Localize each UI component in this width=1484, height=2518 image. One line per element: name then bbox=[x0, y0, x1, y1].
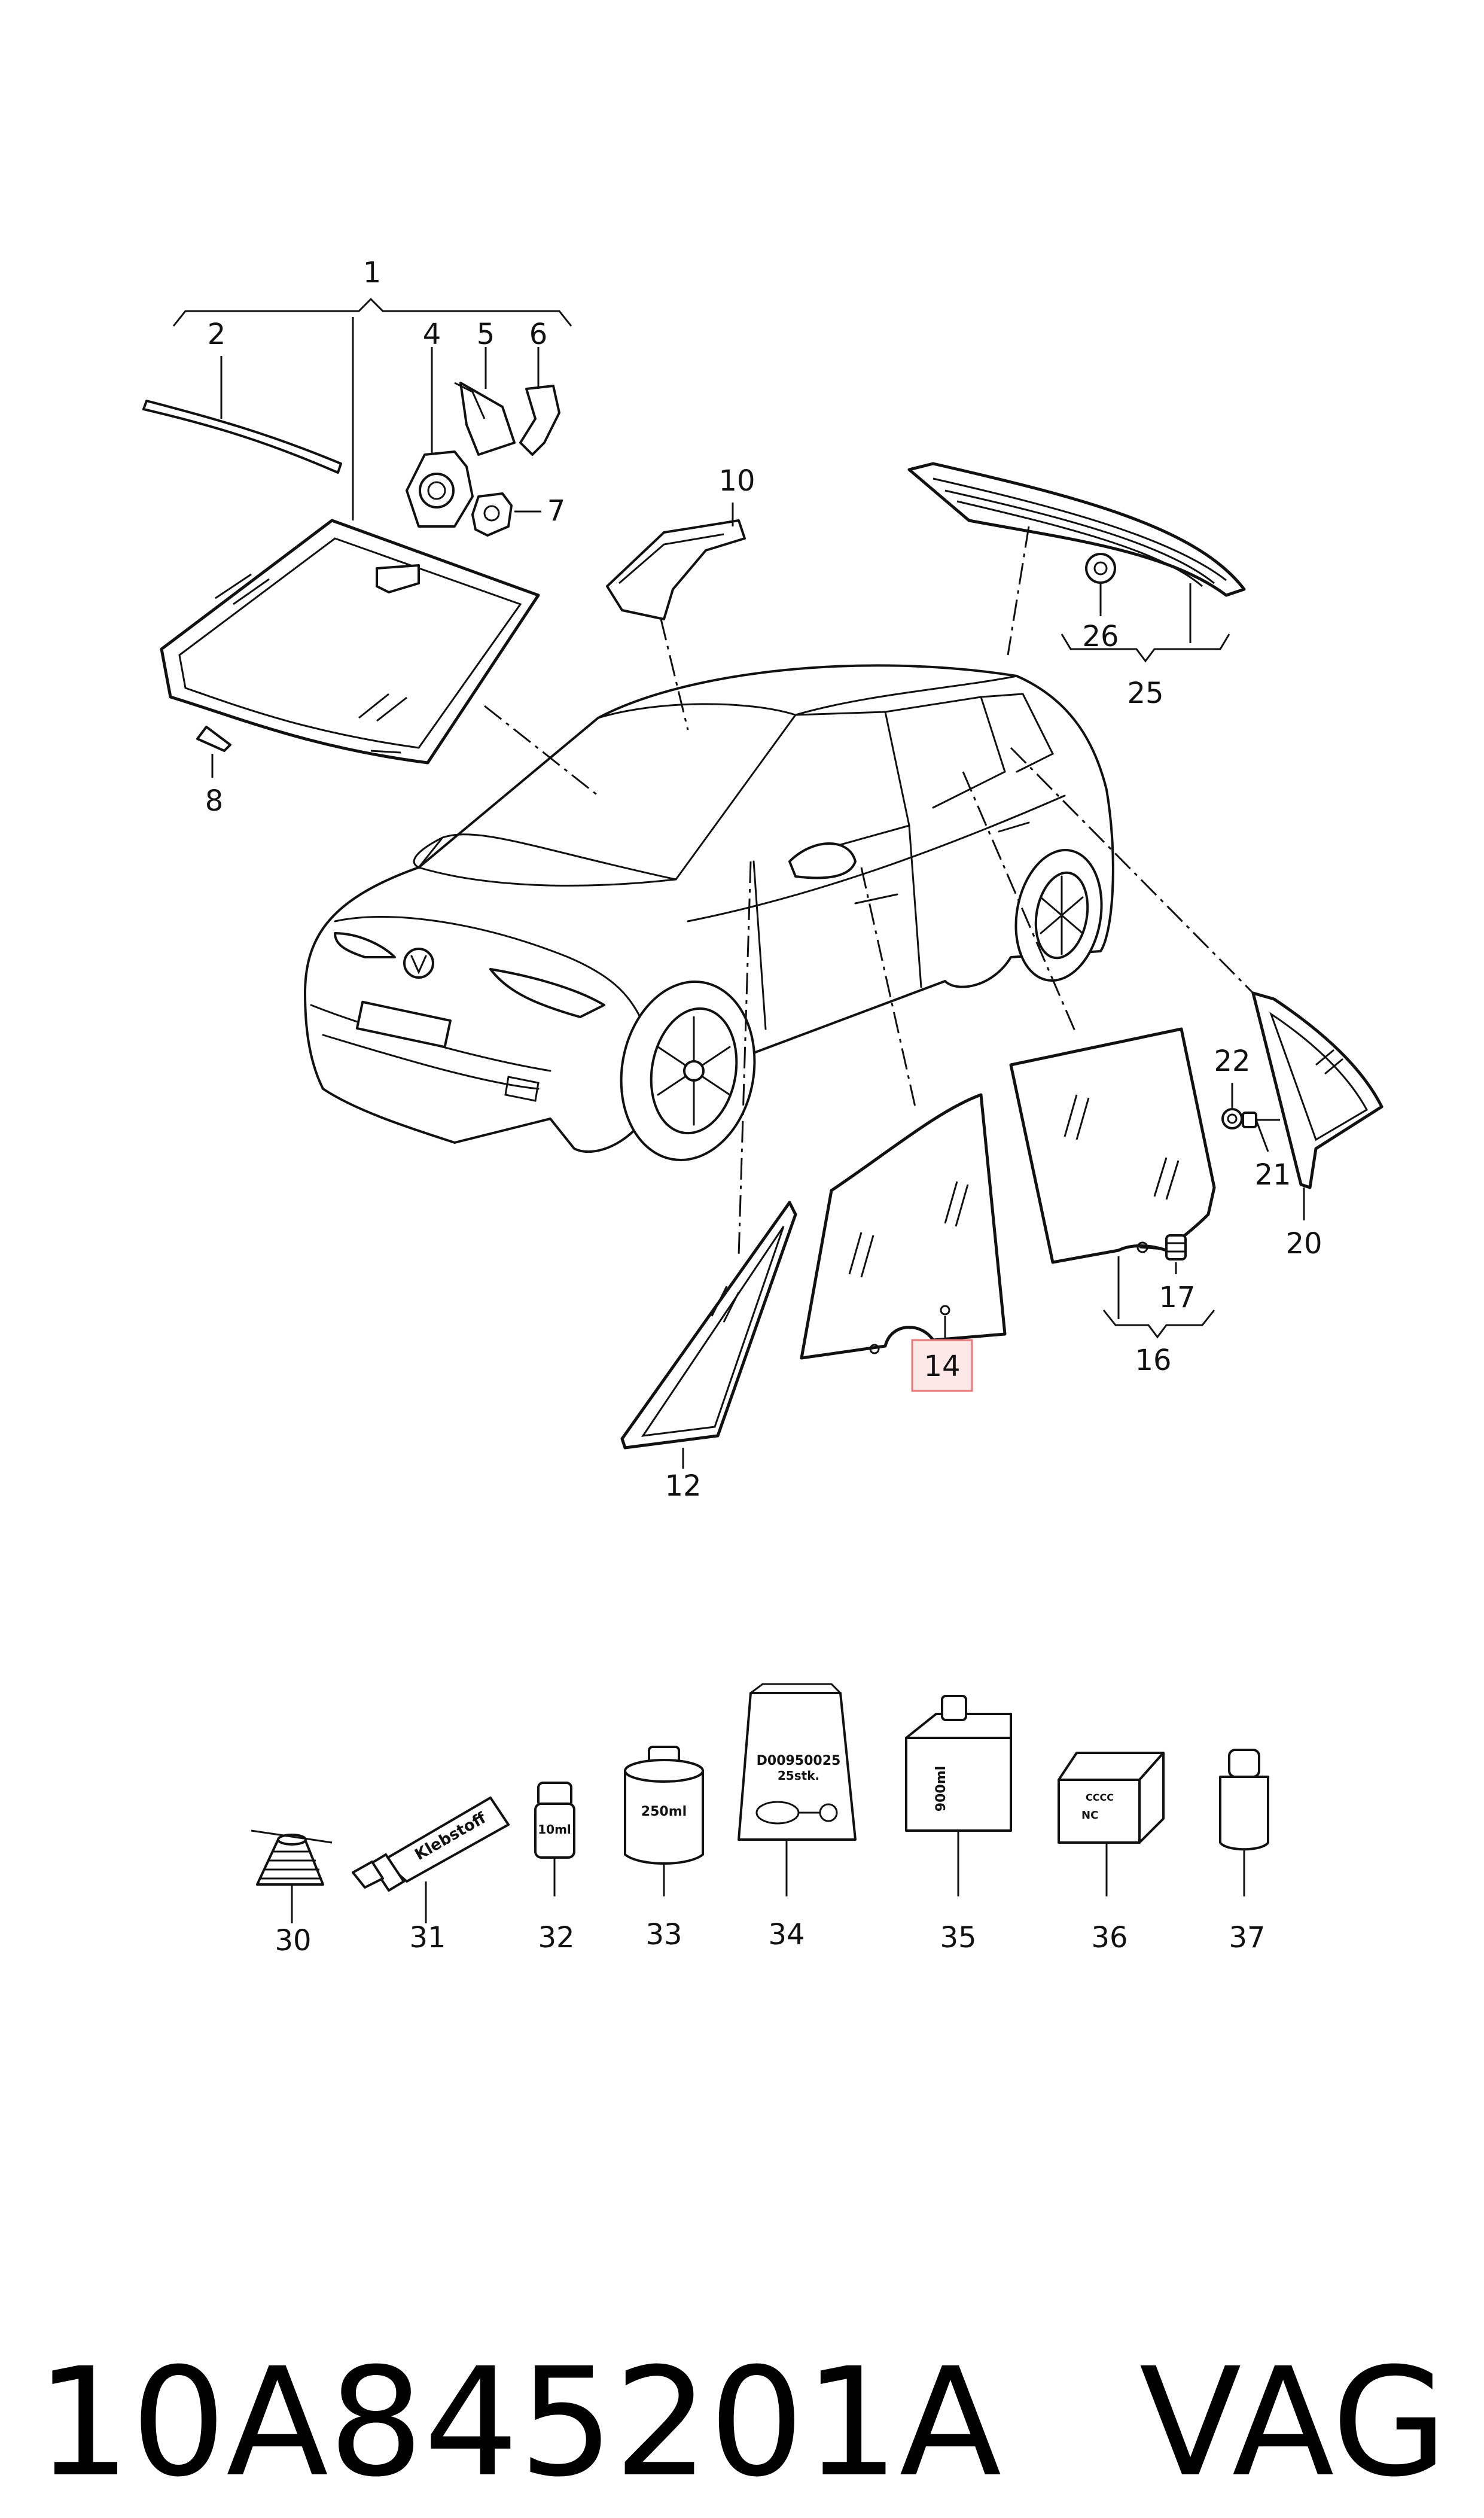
part-34-bag: D00950025 25stk. bbox=[738, 1683, 857, 1896]
part-33-can: 250ml bbox=[624, 1746, 704, 1896]
callout-20: 20 bbox=[1285, 1227, 1322, 1260]
callout-32: 32 bbox=[538, 1921, 574, 1954]
rear-window-bracket-26 bbox=[1085, 553, 1116, 616]
windscreen-glass bbox=[160, 519, 540, 765]
callout-1: 1 bbox=[363, 256, 382, 290]
callout-22: 22 bbox=[1214, 1045, 1250, 1078]
part-31-adhesive-tube: Klebstoff bbox=[352, 1797, 510, 1923]
box-label-1: CCCC bbox=[1086, 1792, 1114, 1803]
part-37-bottle bbox=[1219, 1749, 1269, 1896]
front-door-glass bbox=[800, 1093, 1007, 1360]
callout-26: 26 bbox=[1082, 620, 1119, 653]
nut-22 bbox=[1221, 1083, 1243, 1129]
bag-label-1: D00950025 bbox=[757, 1753, 841, 1768]
vial-label: 10ml bbox=[538, 1822, 571, 1837]
callout-33: 33 bbox=[645, 1918, 682, 1951]
sensor-bracket bbox=[519, 347, 560, 456]
callout-10: 10 bbox=[718, 464, 755, 498]
callout-6: 6 bbox=[529, 318, 548, 351]
bag-label-2: 25stk. bbox=[778, 1768, 819, 1783]
part-30-nozzle bbox=[251, 1829, 333, 1923]
callout-2: 2 bbox=[208, 318, 226, 351]
part-32-small-vial: 10ml bbox=[534, 1782, 575, 1896]
assembly-leaders bbox=[484, 526, 1254, 1257]
part-35-bottle-box: 900ml bbox=[905, 1695, 1012, 1896]
can-label: 250ml bbox=[641, 1804, 687, 1819]
callout-labels: 1 2 4 5 6 7 8 10 12 14 16 17 20 21 22 25… bbox=[205, 256, 1323, 1957]
callout-4: 4 bbox=[423, 318, 441, 351]
callout-25: 25 bbox=[1127, 677, 1163, 710]
callout-14: 14 bbox=[924, 1350, 960, 1383]
rear-door-glass bbox=[1009, 1027, 1216, 1264]
rear-quarter-glass bbox=[1251, 991, 1384, 1220]
callout-14-highlight bbox=[911, 1339, 973, 1392]
rain-sensor bbox=[406, 347, 474, 528]
brand-name: VAG bbox=[1139, 2336, 1448, 2510]
part-number: 10A845201A bbox=[36, 2336, 1002, 2510]
callout-17: 17 bbox=[1159, 1281, 1195, 1314]
callout-30: 30 bbox=[275, 1924, 311, 1957]
callout-7: 7 bbox=[547, 494, 566, 528]
front-quarter-glass bbox=[620, 1201, 797, 1469]
callout-5: 5 bbox=[477, 318, 495, 351]
clip-8 bbox=[196, 726, 231, 778]
group-bracket-25 bbox=[1061, 583, 1230, 663]
callout-16: 16 bbox=[1135, 1344, 1171, 1377]
sensor-cable bbox=[454, 347, 516, 456]
callout-31: 31 bbox=[409, 1921, 446, 1954]
window-guide-17 bbox=[1136, 1234, 1187, 1274]
rear-window-glass bbox=[907, 462, 1246, 597]
callout-12: 12 bbox=[665, 1469, 701, 1503]
box-label-2: NC bbox=[1081, 1809, 1098, 1822]
a-pillar-trim bbox=[606, 503, 746, 620]
callout-36: 36 bbox=[1091, 1921, 1128, 1954]
callout-8: 8 bbox=[205, 784, 224, 818]
bolt-21 bbox=[1242, 1112, 1280, 1152]
car-body bbox=[304, 664, 1114, 1161]
group-bracket-1 bbox=[172, 297, 572, 520]
group-bracket-16 bbox=[1102, 1256, 1215, 1339]
callout-34: 34 bbox=[768, 1918, 805, 1951]
callout-37: 37 bbox=[1229, 1921, 1265, 1954]
bottle-box-label: 900ml bbox=[934, 1766, 949, 1811]
callout-35: 35 bbox=[940, 1921, 976, 1954]
part-36-box: CCCC NC bbox=[1058, 1752, 1165, 1896]
camera-unit bbox=[471, 492, 541, 537]
footer: 10A845201A VAG bbox=[36, 2336, 1459, 2510]
windscreen-moulding bbox=[142, 356, 342, 474]
callout-21: 21 bbox=[1254, 1158, 1291, 1192]
